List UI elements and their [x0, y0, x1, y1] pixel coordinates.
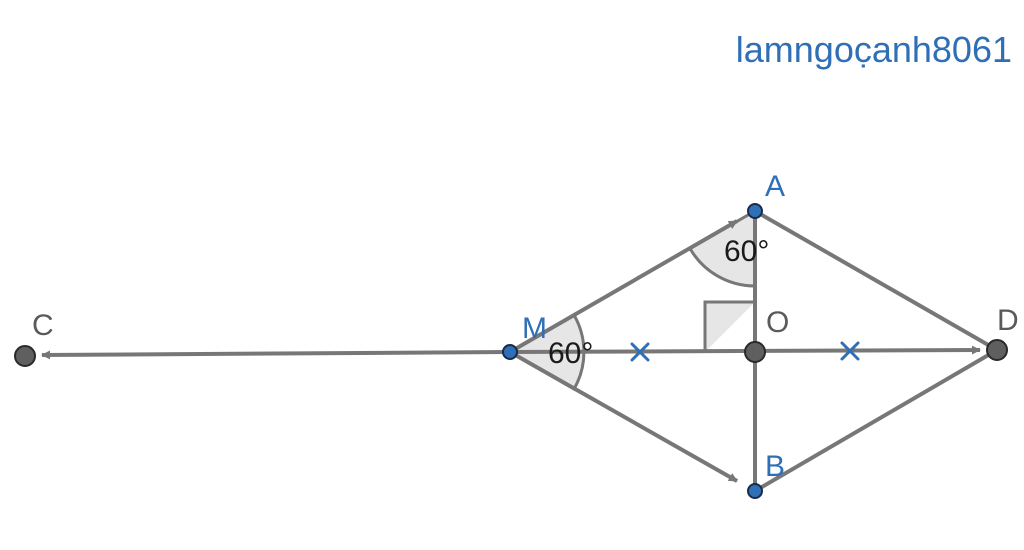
label-point-a: A: [765, 170, 785, 203]
point-d: [986, 339, 1008, 361]
angle-label-a: 60°: [724, 235, 769, 268]
angle-label-m: 60°: [548, 337, 593, 370]
label-point-o: O: [766, 306, 789, 339]
label-point-c: C: [32, 309, 54, 342]
angle-arc-a: [687, 208, 757, 288]
segment-ma: [509, 219, 738, 354]
tick-mark-od: [840, 341, 860, 361]
ray-mc: [41, 350, 511, 360]
point-o: [744, 341, 766, 363]
watermark-text: lamngoc̣anh8061: [736, 29, 1012, 70]
point-a: [747, 203, 763, 219]
point-b: [747, 483, 763, 499]
segment-bd: [753, 348, 999, 493]
tick-mark-mo: [630, 342, 650, 362]
segment-ad: [754, 209, 998, 352]
label-point-d: D: [997, 304, 1019, 337]
right-angle-mark: [703, 300, 755, 352]
point-c: [14, 345, 36, 367]
label-point-m: M: [522, 312, 547, 345]
segment-mb: [509, 350, 738, 483]
label-point-b: B: [765, 450, 785, 483]
point-m: [502, 344, 518, 360]
